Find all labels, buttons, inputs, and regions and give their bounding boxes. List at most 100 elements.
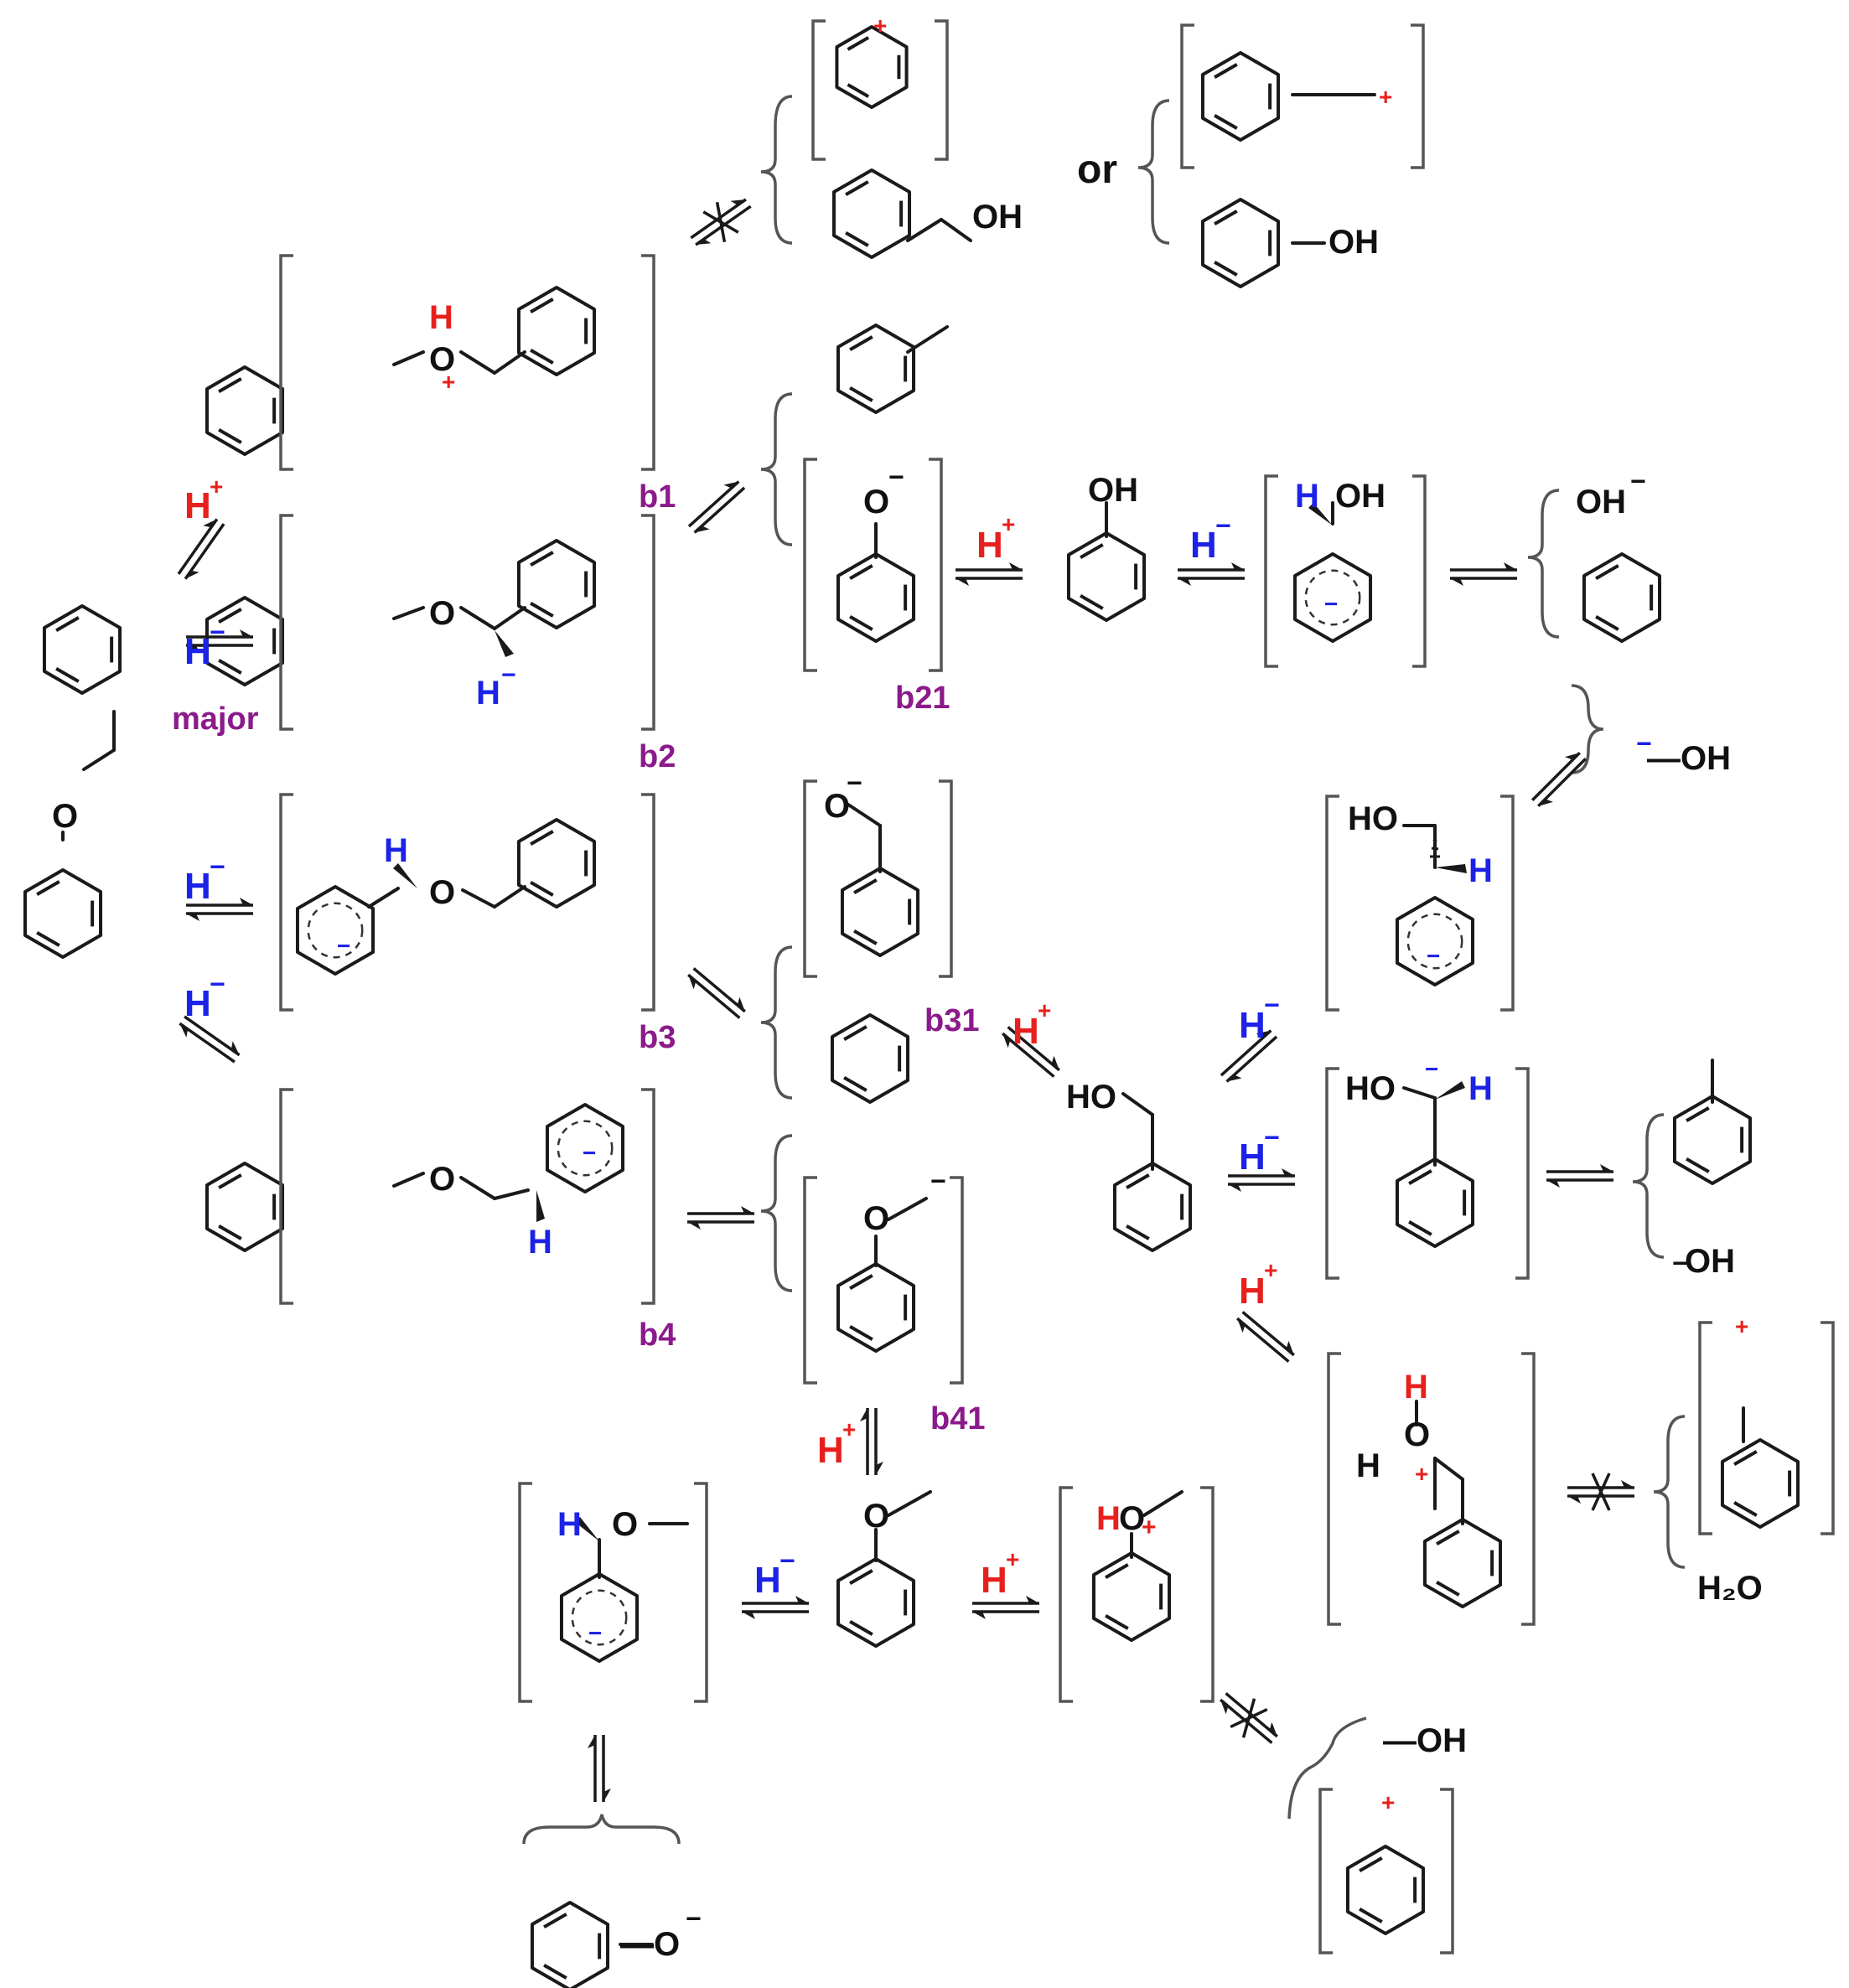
label-b4: b4 bbox=[639, 1318, 676, 1353]
ring-benzyl-alcohol-center bbox=[1112, 1162, 1193, 1252]
label-b2: b2 bbox=[639, 739, 676, 774]
charge-ring-dienyl-1: − bbox=[1324, 591, 1338, 617]
reagent-plus-1: + bbox=[210, 474, 223, 500]
charge-o-b21: − bbox=[888, 462, 904, 492]
reagent-h-minus-benzyl-2: H bbox=[1239, 1136, 1266, 1178]
charge-h-b2: − bbox=[501, 661, 516, 689]
reagent-h-minus-major: H bbox=[184, 631, 211, 672]
atom-h-anisole-protonated: H bbox=[1096, 1500, 1121, 1537]
atom-o-start: O bbox=[52, 798, 78, 835]
charge-anisole-protonated: + bbox=[1142, 1514, 1157, 1541]
atom-oh-dienyl-1: OH bbox=[1335, 478, 1385, 515]
reagent-plus-b21: + bbox=[1002, 511, 1015, 537]
charge-ring-dienyl-anisole: − bbox=[588, 1620, 602, 1646]
atom-ho-dienyl-2: HO bbox=[1348, 800, 1398, 837]
charge-phenyl-bottom: + bbox=[1381, 1789, 1395, 1815]
charge-benzyl-top: + bbox=[1379, 84, 1392, 110]
reagent-plus-anisole: + bbox=[1006, 1546, 1019, 1572]
reagent-h-plus-anisole: H bbox=[981, 1560, 1007, 1601]
reagent-minus-b4: − bbox=[210, 969, 225, 999]
atom-h-b1: H bbox=[429, 299, 453, 336]
ring-b4-dienyl bbox=[545, 1103, 625, 1193]
ring-phenyl-cation-bottom bbox=[1345, 1845, 1426, 1935]
atom-oh-2: —OH bbox=[1647, 740, 1731, 777]
atom-h-b4: H bbox=[528, 1224, 552, 1261]
atom-o-methoxide: —O bbox=[620, 1926, 680, 1963]
atom-ho-carbanion: HO bbox=[1345, 1070, 1396, 1107]
reagent-plus-benzyl: + bbox=[1264, 1257, 1277, 1283]
atom-h-b2: H bbox=[476, 675, 500, 712]
reagent-plus-b31: + bbox=[1038, 997, 1051, 1023]
atom-oh-phenol-top: OH bbox=[1328, 224, 1379, 261]
reagent-h-plus-1: H bbox=[184, 485, 211, 526]
ring-b3-dienyl bbox=[295, 885, 375, 976]
ring-dienyl-anisole bbox=[559, 1572, 640, 1663]
charge-oh-minus-1: − bbox=[1630, 466, 1646, 496]
atom-o-b2: O bbox=[429, 595, 455, 632]
atom-h-oxonium-1: H bbox=[1404, 1369, 1428, 1406]
ring-toluene-top bbox=[836, 324, 916, 414]
atom-o-b1: O bbox=[429, 341, 455, 378]
reagent-h-minus-phenol: H bbox=[1190, 525, 1217, 566]
label-or: or bbox=[1077, 148, 1117, 192]
atom-h-b3: H bbox=[384, 832, 408, 869]
reagent-minus-benzyl-2: − bbox=[1264, 1122, 1280, 1152]
reagent-minus-b3: − bbox=[210, 852, 225, 882]
reagent-minus-major: − bbox=[210, 617, 225, 647]
charge-methoxide: − bbox=[686, 1903, 702, 1934]
atom-o-b41: O bbox=[863, 1200, 889, 1237]
label-b41: b41 bbox=[930, 1401, 985, 1437]
charge-phenyl-top: + bbox=[873, 13, 887, 39]
atom-o-oxonium: O bbox=[1404, 1416, 1430, 1453]
atom-oh-bottom: —OH bbox=[1383, 1722, 1467, 1759]
ring-start-benzyl bbox=[42, 604, 122, 695]
ring-anisole-protonated bbox=[1091, 1551, 1172, 1642]
atom-o-anisole: O bbox=[863, 1498, 889, 1535]
ring-benzyl-cation-top bbox=[1200, 51, 1281, 142]
ring-dienyl-1 bbox=[1292, 552, 1373, 643]
ring-b1-phenyl bbox=[205, 365, 285, 456]
ring-b41-phenoxide bbox=[836, 1262, 916, 1353]
atom-oh-3: OH bbox=[1685, 1243, 1735, 1280]
ring-benzene-bottom bbox=[530, 1901, 610, 1988]
label-b1: b1 bbox=[639, 479, 676, 515]
atom-h-dienyl-1: H bbox=[1295, 478, 1319, 515]
ring-benzyl-alcohol-top bbox=[831, 168, 912, 259]
reagent-minus-benzyl-1: − bbox=[1264, 990, 1280, 1020]
atom-h-oxonium-2: H bbox=[1356, 1447, 1380, 1484]
charge-benzyl-right: + bbox=[1735, 1313, 1748, 1339]
atom-o-dienyl-anisole: O bbox=[612, 1506, 638, 1543]
atom-h-dienyl-anisole: H bbox=[557, 1506, 582, 1543]
reagent-h-minus-b4: H bbox=[184, 983, 211, 1024]
ring-carbanion-benzyl bbox=[1395, 1157, 1475, 1248]
charge-carbanion: − bbox=[1425, 1056, 1438, 1082]
charge-ring-dienyl-2: − bbox=[1427, 943, 1440, 969]
charge-oh-minus-3: − bbox=[1672, 1248, 1688, 1278]
charge-ring-b3: − bbox=[337, 933, 350, 959]
ring-b31-benzyl bbox=[840, 867, 920, 957]
atom-o-b21: O bbox=[863, 484, 889, 520]
charge-ring-b4: − bbox=[583, 1140, 596, 1166]
ring-phenyl-cation-top bbox=[835, 25, 909, 109]
label-b3: b3 bbox=[639, 1020, 676, 1055]
ring-b2-benzyl bbox=[516, 539, 597, 629]
reagent-h-plus-b41: H bbox=[817, 1430, 844, 1471]
ring-toluene-right bbox=[1672, 1095, 1753, 1185]
ring-b21-phenoxide bbox=[836, 552, 916, 643]
label-b31: b31 bbox=[924, 1003, 979, 1038]
reagent-h-minus-anisole: H bbox=[754, 1560, 781, 1601]
ring-benzyl-cation-right bbox=[1720, 1438, 1800, 1529]
charge-b1: + bbox=[442, 369, 455, 395]
charge-oxonium: + bbox=[1415, 1461, 1428, 1487]
atom-h-carbanion: H bbox=[1468, 1070, 1493, 1107]
ring-b3-benzyl bbox=[516, 818, 597, 909]
ring-start-phenyl bbox=[23, 868, 103, 959]
ring-oxonium-benzyl bbox=[1422, 1518, 1503, 1608]
reagent-h-minus-b3: H bbox=[184, 866, 211, 907]
reagent-h-plus-benzyl: H bbox=[1239, 1271, 1266, 1312]
label-b21: b21 bbox=[895, 681, 950, 716]
ring-phenol-mid bbox=[1066, 531, 1147, 622]
atom-o-b3: O bbox=[429, 874, 455, 911]
